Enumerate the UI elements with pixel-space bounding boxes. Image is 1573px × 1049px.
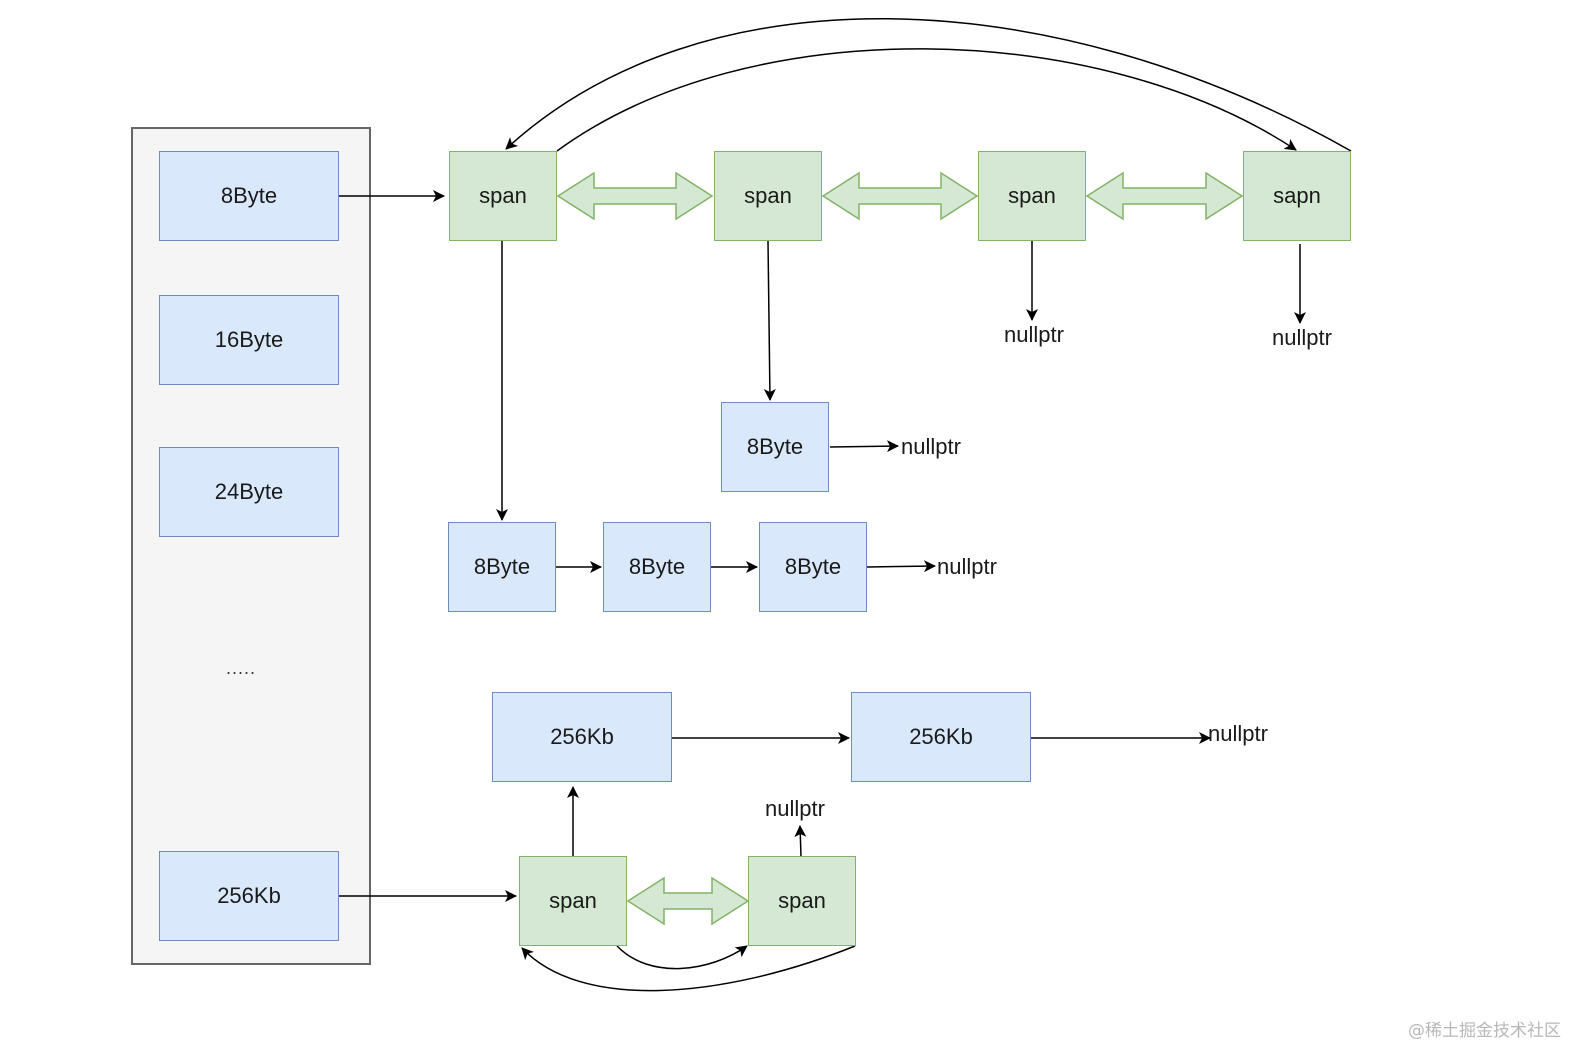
chain2-block-1: 8Byte (721, 402, 829, 492)
edge-chain1-to-null (866, 560, 936, 573)
size-class-24byte: 24Byte (159, 447, 339, 537)
size-class-16byte: 16Byte (159, 295, 339, 385)
edge-arc-first-to-last (556, 48, 1297, 152)
chain1-block-3: 8Byte (759, 522, 867, 612)
watermark: @稀土掘金技术社区 (1408, 1021, 1561, 1041)
size-class-256kb: 256Kb (159, 851, 339, 941)
null-label-span3: nullptr (1004, 322, 1064, 347)
null-label-span4: nullptr (1272, 325, 1332, 350)
link-span3-span4 (1085, 171, 1244, 221)
null-label-bspan2: nullptr (765, 796, 825, 821)
link-span2-span3 (821, 171, 979, 221)
chain1-block-1: 8Byte (448, 522, 556, 612)
size-class-8byte: 8Byte (159, 151, 339, 241)
chain1-block-2: 8Byte (603, 522, 711, 612)
edge-bspan2-to-null (794, 825, 807, 857)
link-bspan1-bspan2 (626, 876, 750, 926)
size-class-ellipsis: ..... (226, 658, 257, 678)
span-node-4: sapn (1243, 151, 1351, 241)
null-label-chain1: nullptr (937, 554, 997, 579)
link-span1-span2 (556, 171, 714, 221)
span-node-2: span (714, 151, 822, 241)
span-node-3: span (978, 151, 1086, 241)
null-label-large: nullptr (1208, 721, 1268, 746)
edge-arc-bspan1-to-bspan2 (616, 945, 748, 970)
size-class-list (131, 127, 371, 965)
edge-arc-bspan2-to-bspan1 (521, 945, 856, 992)
edge-arc-last-to-first (505, 17, 1352, 152)
span-node-1: span (449, 151, 557, 241)
bottom-span-node-1: span (519, 856, 627, 946)
null-label-chain2: nullptr (901, 434, 961, 459)
edge-chain2-to-null (829, 440, 899, 453)
large-block-1: 256Kb (492, 692, 672, 782)
bottom-span-node-2: span (748, 856, 856, 946)
large-block-2: 256Kb (851, 692, 1031, 782)
edge-span2-to-chain (763, 240, 776, 401)
